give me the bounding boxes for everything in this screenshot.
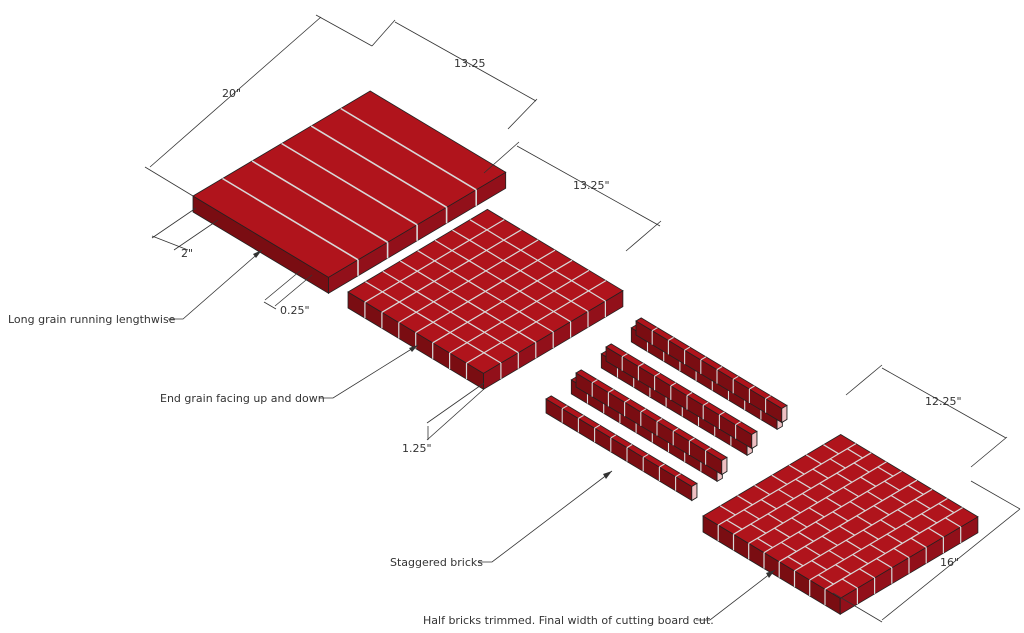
dim-gap: 0.25" — [280, 304, 310, 317]
long-grain-board — [192, 90, 507, 295]
leader-arrowheads — [253, 250, 775, 578]
staggered-row — [605, 343, 758, 450]
dim-board1-width: 13.25 — [454, 57, 486, 70]
dim-final-width: 12.25" — [925, 395, 962, 408]
label-long-grain: Long grain running lengthwise — [8, 313, 176, 326]
staggered-row — [575, 369, 728, 476]
dim-final-length: 16" — [940, 556, 959, 569]
boards-layer — [192, 90, 979, 616]
staggered-row — [545, 395, 698, 502]
dim-strip-width: 2" — [181, 247, 193, 260]
dimension-lines — [144, 14, 1021, 623]
leader-lines — [168, 249, 776, 621]
label-end-grain: End grain facing up and down — [160, 392, 325, 405]
dim-board2-width: 13.25" — [573, 179, 610, 192]
dim-thickness: 1.25" — [402, 442, 432, 455]
dim-board1-length: 20" — [222, 87, 241, 100]
label-trimmed: Half bricks trimmed. Final width of cutt… — [423, 614, 714, 627]
staggered-bricks-board — [545, 317, 788, 502]
staggered-row — [635, 317, 788, 424]
trimmed-final-board — [702, 434, 979, 616]
label-staggered: Staggered bricks — [390, 556, 483, 569]
end-grain-board — [347, 208, 624, 391]
